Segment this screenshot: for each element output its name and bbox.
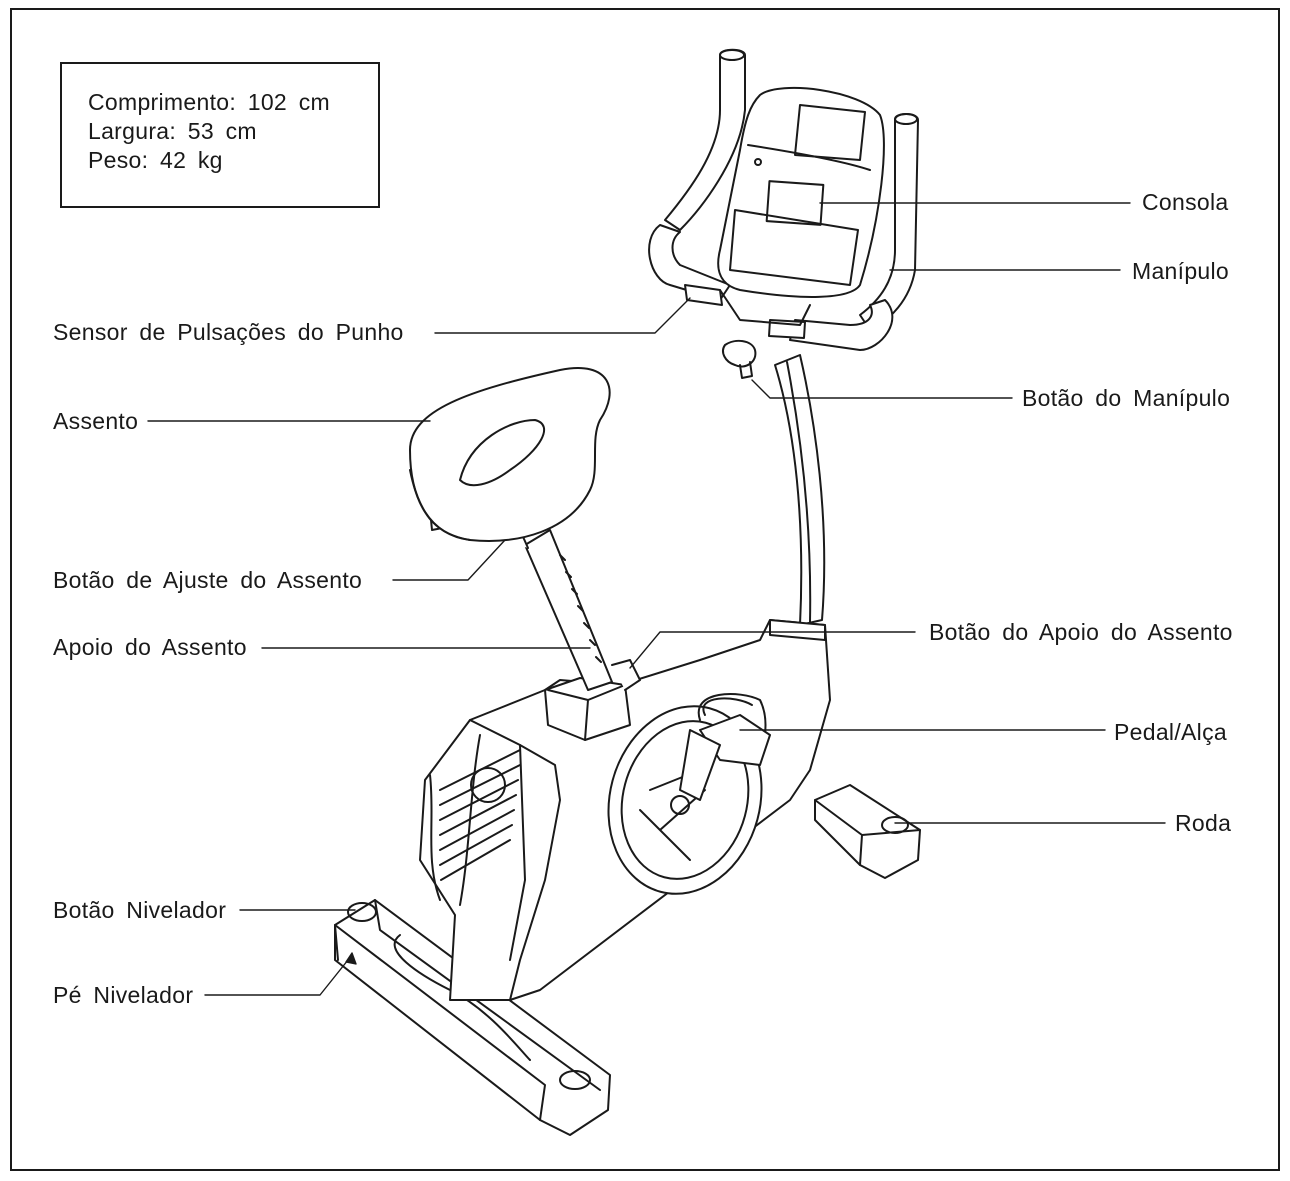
seat — [409, 367, 611, 542]
leader-lines — [147, 202, 1166, 996]
label-pulse-sensor: Sensor de Pulsações do Punho — [53, 319, 404, 345]
spec-width: Largura: 53 cm — [88, 118, 257, 144]
label-handlebar: Manípulo — [1132, 258, 1230, 284]
label-leveling-knob: Botão Nivelador — [53, 897, 227, 923]
label-leveling-foot: Pé Nivelador — [53, 982, 194, 1008]
console — [717, 86, 885, 326]
label-handlebar-knob: Botão do Manípulo — [1022, 385, 1231, 411]
pedal — [679, 693, 771, 801]
spec-weight: Peso: 42 kg — [88, 147, 223, 173]
label-pedal-strap: Pedal/Alça — [1114, 719, 1227, 745]
rear-stabilizer — [814, 784, 921, 879]
front-stabilizer — [334, 899, 611, 1136]
spec-length: Comprimento: 102 cm — [88, 89, 330, 115]
label-seat: Assento — [53, 408, 139, 434]
label-console: Consola — [1142, 189, 1229, 215]
specifications-box: Comprimento: 102 cm Largura: 53 cm Peso:… — [60, 62, 380, 208]
upright — [769, 354, 826, 641]
label-seat-support: Apoio do Assento — [53, 634, 247, 660]
label-seat-adjust-knob: Botão de Ajuste do Assento — [53, 567, 363, 593]
label-wheel: Roda — [1175, 810, 1232, 836]
handlebars — [648, 48, 919, 379]
diagram-frame — [10, 8, 1280, 1171]
label-seat-support-knob: Botão do Apoio do Assento — [929, 619, 1233, 645]
